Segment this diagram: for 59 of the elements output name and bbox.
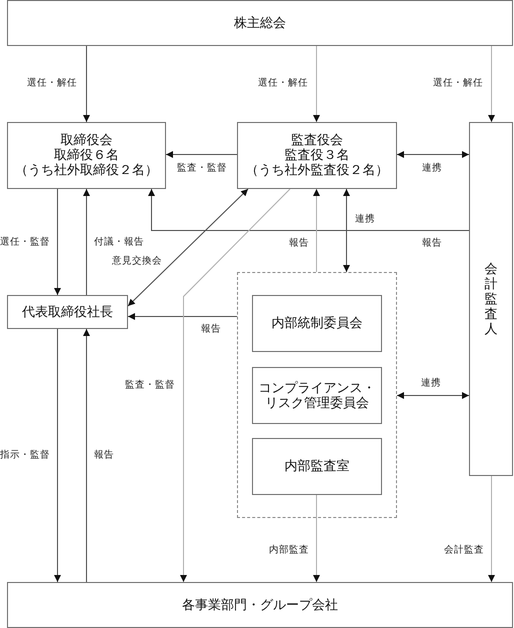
edge-label: 監査・監督 — [176, 162, 228, 174]
unit-detail: （うち社外取締役２名） — [15, 163, 158, 178]
edge-label: 連携 — [421, 162, 443, 174]
edge-label: 報告 — [200, 324, 222, 334]
arrow — [83, 328, 90, 582]
arrow — [488, 476, 495, 582]
edge-label: 報告 — [288, 238, 310, 248]
unit-name: 取締役会 — [60, 133, 112, 148]
arrow — [313, 46, 320, 122]
org-unit-box — [7, 0, 513, 46]
unit-detail: （うち社外監査役２名） — [246, 163, 388, 178]
org-unit-box — [237, 122, 397, 189]
double-arrow — [343, 188, 350, 272]
arrow — [83, 188, 90, 296]
unit-name: 各事業部門・グループ会社 — [182, 598, 338, 612]
edge-label: 内部監査 — [268, 544, 310, 556]
arrow — [54, 188, 61, 296]
arrow — [128, 313, 238, 320]
edge-label: 選任・解任 — [432, 78, 484, 88]
unit-name: 株主総会 — [234, 16, 286, 30]
dashed-group-box — [237, 272, 397, 518]
edge-label: 報告 — [421, 238, 443, 248]
arrow — [180, 188, 290, 582]
org-unit-box — [469, 122, 513, 476]
unit-name: 代表取締役社長 — [22, 304, 113, 320]
arrow — [313, 188, 320, 272]
org-unit-box — [7, 295, 128, 329]
double-arrow — [396, 392, 470, 399]
unit-name: 監査役会 — [291, 133, 343, 148]
arrow — [83, 46, 90, 122]
edge-label: 連携 — [420, 378, 442, 388]
org-unit-box — [7, 582, 513, 628]
double-arrow — [128, 188, 248, 306]
unit-name: 内部統制委員会 — [272, 316, 362, 331]
unit-name: 内部監査室 — [284, 459, 350, 474]
org-unit-box — [252, 438, 382, 495]
edge-label: 連携 — [354, 214, 376, 224]
edge-label: 付議・報告 — [93, 236, 145, 248]
edge-label: 会計監査 — [443, 544, 485, 556]
org-unit-box — [7, 122, 166, 189]
unit-detail: 取締役６名 — [54, 148, 119, 163]
edge-label: 報告 — [93, 450, 115, 460]
unit-detail: 監査役３名 — [284, 148, 350, 163]
arrow — [488, 46, 495, 122]
edge-label: 指示・監督 — [0, 450, 51, 460]
org-unit-box — [252, 367, 382, 424]
arrow — [313, 494, 320, 582]
arrow — [166, 151, 238, 158]
arrow — [54, 328, 61, 582]
edge-label: 選任・監督 — [0, 236, 51, 248]
double-arrow — [396, 151, 470, 158]
unit-name: 会計監査人 — [484, 262, 498, 336]
unit-name: コンプライアンス・リスク管理委員会 — [258, 380, 376, 410]
edge-label: 監査・監督 — [124, 380, 176, 390]
edge-label: 選任・解任 — [257, 78, 309, 88]
edge-label: 選任・解任 — [26, 78, 78, 88]
edge-label: 意見交換会 — [111, 256, 163, 266]
org-unit-box — [252, 295, 382, 352]
arrow — [148, 188, 470, 231]
